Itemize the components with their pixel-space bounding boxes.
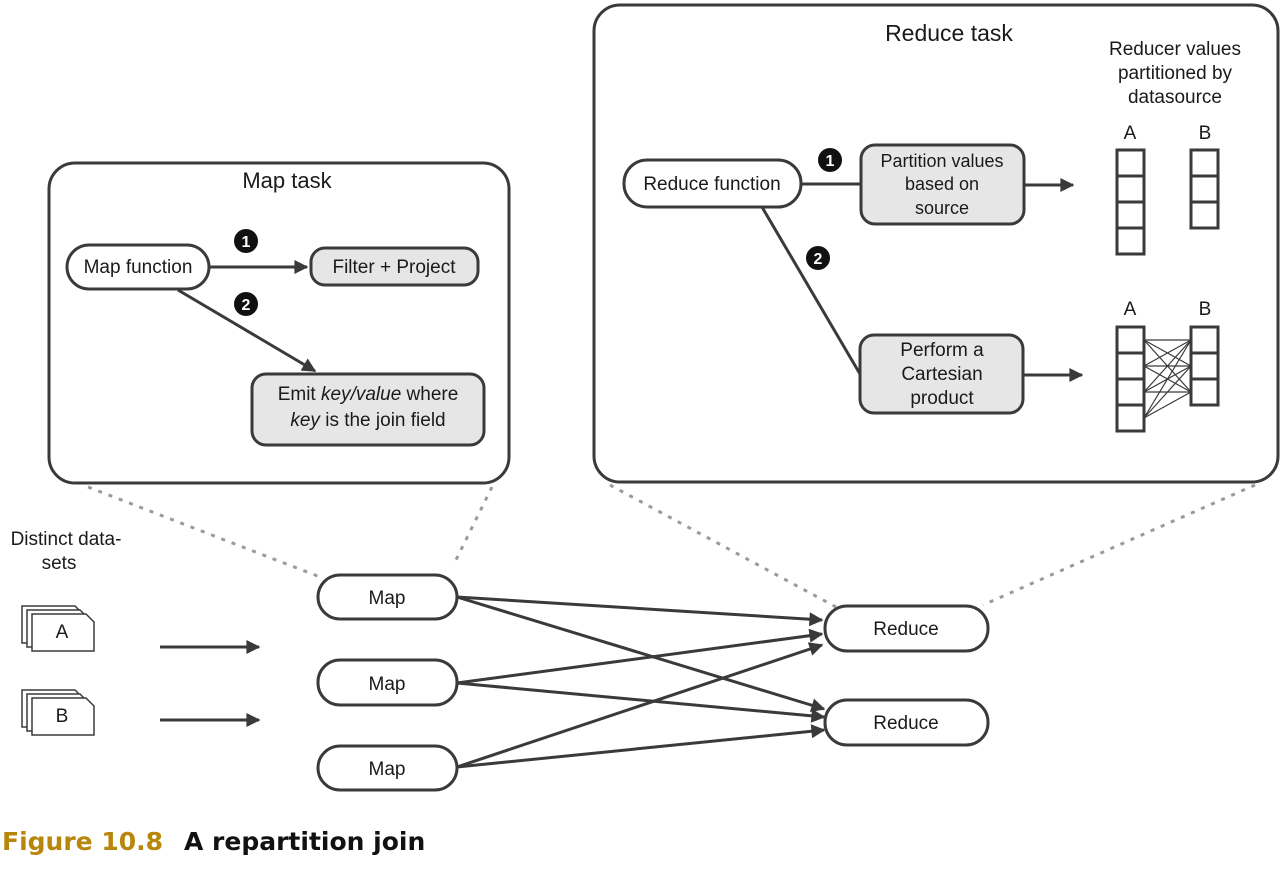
reduce-function-node: Reduce function — [622, 158, 803, 209]
stack-a-label-top: A — [1124, 123, 1137, 144]
svg-text:Distinct data-: Distinct data- — [11, 529, 122, 550]
filter-project-node: Filter + Project — [309, 246, 480, 287]
figure-number: Figure 10.8 — [2, 827, 163, 856]
zoom-callout-lines — [87, 483, 1256, 609]
map-function-node: Map function — [65, 243, 211, 291]
svg-text:Cartesian: Cartesian — [901, 364, 982, 385]
map-task-panel: Map task Map function Filter + Project E… — [47, 161, 511, 485]
emit-line-1: Emit key/value where — [278, 384, 459, 405]
map-to-emit-arrow — [177, 288, 317, 373]
svg-text:Reduce: Reduce — [873, 713, 939, 734]
svg-text:partitioned by: partitioned by — [1118, 63, 1233, 84]
reduce-node-2: Reduce — [823, 698, 990, 747]
partitioned-stacks: A B — [1115, 123, 1220, 256]
dataset-b-icon: B — [21, 689, 95, 736]
dataset-a-icon: A — [21, 605, 95, 652]
map-step-1-badge: 1 — [234, 229, 258, 253]
stack-a-top — [1115, 148, 1146, 256]
stack-b-label-bottom: B — [1199, 299, 1212, 320]
map-step-2-badge: 2 — [234, 292, 258, 316]
emit-key-value-node: Emit key/value where key is the join fie… — [250, 372, 486, 447]
svg-text:product: product — [910, 388, 974, 409]
svg-text:1: 1 — [826, 153, 835, 170]
stack-b-bottom — [1189, 325, 1220, 407]
reduce-step-1-badge: 1 — [818, 148, 842, 172]
svg-text:Map: Map — [369, 674, 406, 695]
figure-title: A repartition join — [184, 827, 425, 856]
shuffle-arrows — [456, 595, 826, 769]
svg-text:1: 1 — [242, 234, 251, 251]
reduce-node-1: Reduce — [823, 604, 990, 653]
datasets-label: Distinct data- sets — [11, 529, 122, 574]
svg-text:Map: Map — [369, 759, 406, 780]
cartesian-product-node: Perform a Cartesian product — [858, 333, 1025, 415]
svg-text:datasource: datasource — [1128, 87, 1222, 108]
svg-text:Perform a: Perform a — [900, 340, 984, 361]
reducer-values-heading: Reducer values partitioned by datasource — [1109, 39, 1241, 108]
svg-text:Map: Map — [369, 588, 406, 609]
svg-text:Partition values: Partition values — [880, 151, 1003, 171]
map-node-3: Map — [316, 744, 459, 792]
dataset-a-label: A — [56, 622, 69, 643]
map-function-label: Map function — [84, 257, 193, 278]
svg-text:Reduce: Reduce — [873, 619, 939, 640]
cross-lines — [1143, 339, 1192, 419]
svg-text:sets: sets — [42, 553, 77, 574]
svg-text:2: 2 — [814, 251, 823, 268]
reduce-step-2-badge: 2 — [806, 246, 830, 270]
stack-a-bottom — [1115, 325, 1146, 433]
map-node-2: Map — [316, 658, 459, 707]
partition-values-node: Partition values based on source — [859, 143, 1026, 226]
dataset-b-label: B — [56, 706, 69, 727]
reduce-function-label: Reduce function — [643, 174, 780, 195]
svg-text:Reducer values: Reducer values — [1109, 39, 1241, 60]
stack-a-label-bottom: A — [1124, 299, 1137, 320]
emit-line-2: key is the join field — [290, 410, 445, 431]
reduce-task-title: Reduce task — [885, 20, 1013, 46]
map-task-title: Map task — [242, 168, 332, 193]
stack-b-top — [1189, 148, 1220, 230]
svg-text:source: source — [915, 198, 969, 218]
svg-text:2: 2 — [242, 297, 251, 314]
reduce-to-cartesian-line — [760, 206, 862, 375]
reduce-task-panel: Reduce task Reducer values partitioned b… — [592, 3, 1280, 484]
svg-text:based on: based on — [905, 174, 979, 194]
filter-project-label: Filter + Project — [332, 257, 456, 278]
figure-caption: Figure 10.8 A repartition join — [2, 827, 425, 856]
map-node-1: Map — [316, 573, 459, 621]
cartesian-stacks: A B — [1115, 299, 1220, 433]
stack-b-label-top: B — [1199, 123, 1212, 144]
